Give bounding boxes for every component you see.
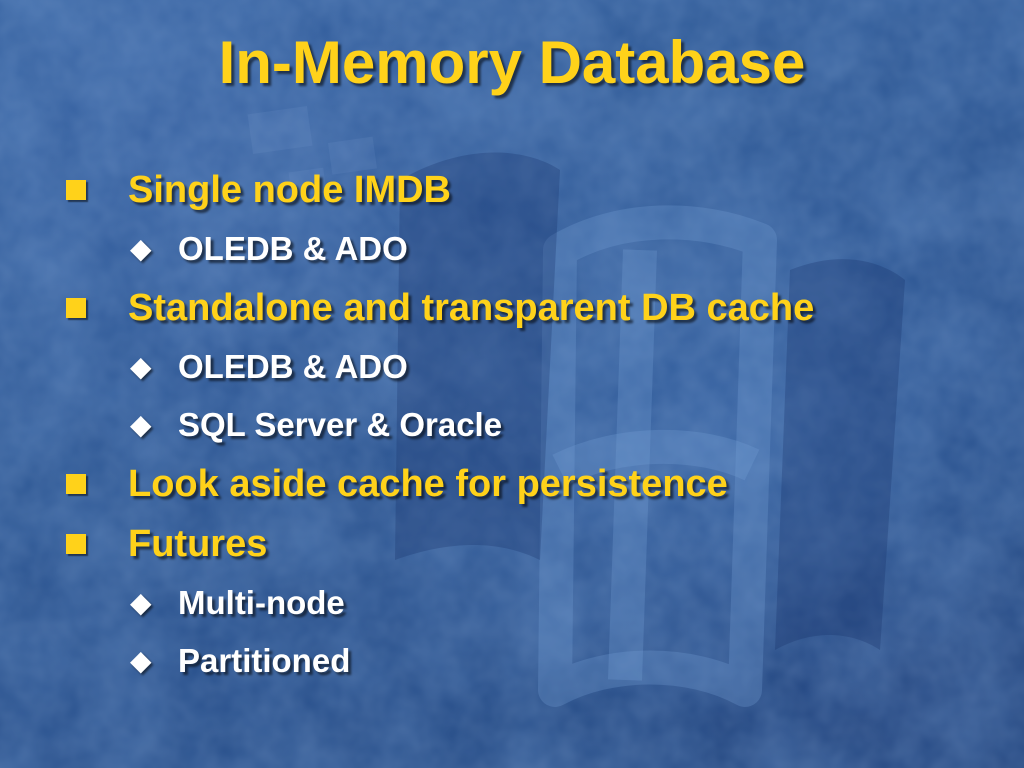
bullet-text: Look aside cache for persistence	[128, 462, 728, 505]
bullet-item: Look aside cache for persistence	[60, 454, 1000, 514]
slide-title: In-Memory Database	[218, 29, 806, 96]
sub-bullet-item: ◆ OLEDB & ADO	[60, 220, 1000, 278]
diamond-bullet-icon: ◆	[130, 587, 152, 618]
diamond-bullet-icon: ◆	[130, 645, 152, 676]
square-bullet-icon	[66, 474, 86, 494]
bullet-text: Single node IMDB	[128, 168, 451, 211]
bullet-text: Futures	[128, 522, 268, 565]
square-bullet-icon	[66, 298, 86, 318]
sub-bullet-item: ◆ Multi-node	[60, 574, 1000, 632]
square-bullet-icon	[66, 534, 86, 554]
diamond-bullet-icon: ◆	[130, 409, 152, 440]
sub-bullet-text: SQL Server & Oracle	[178, 406, 503, 443]
bullet-list: Single node IMDB ◆ OLEDB & ADO Standalon…	[60, 160, 1000, 690]
bullet-item: Single node IMDB	[60, 160, 1000, 220]
sub-bullet-item: ◆ Partitioned	[60, 632, 1000, 690]
square-bullet-icon	[66, 180, 86, 200]
diamond-bullet-icon: ◆	[130, 351, 152, 382]
bullet-item: Futures	[60, 514, 1000, 574]
bullet-text: Standalone and transparent DB cache	[128, 286, 815, 329]
sub-bullet-item: ◆ SQL Server & Oracle	[60, 396, 1000, 454]
diamond-bullet-icon: ◆	[130, 233, 152, 264]
sub-bullet-item: ◆ OLEDB & ADO	[60, 338, 1000, 396]
sub-bullet-text: Partitioned	[178, 642, 351, 679]
sub-bullet-text: Multi-node	[178, 584, 345, 621]
sub-bullet-text: OLEDB & ADO	[178, 348, 408, 385]
bullet-item: Standalone and transparent DB cache	[60, 278, 1000, 338]
sub-bullet-text: OLEDB & ADO	[178, 230, 408, 267]
